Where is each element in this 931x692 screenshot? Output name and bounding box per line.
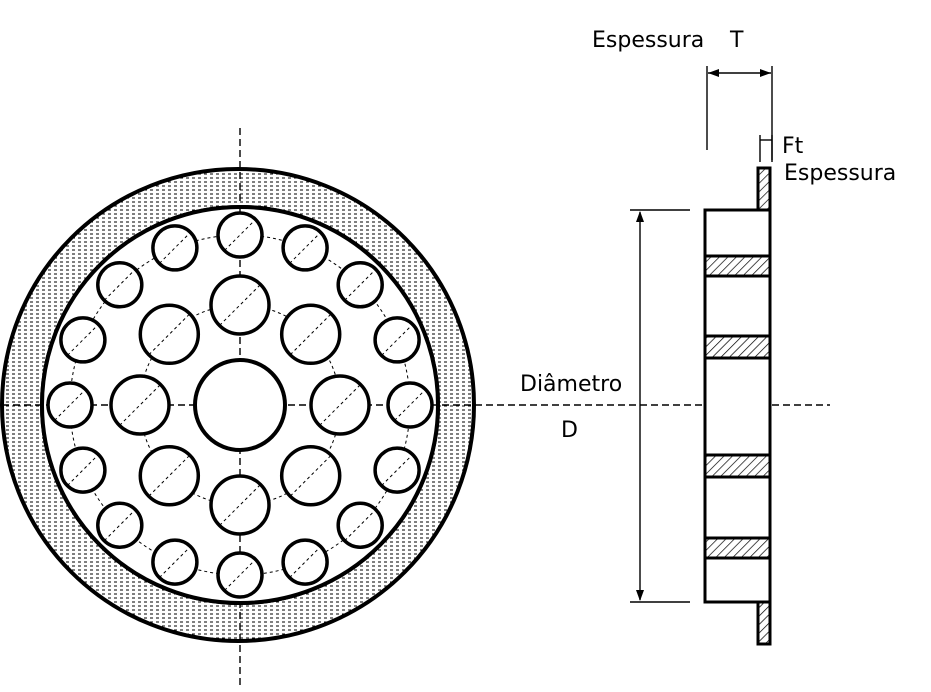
side-view	[630, 66, 773, 646]
flange-thickness-label: Espessura	[784, 161, 897, 186]
hole-axis-outer-0	[224, 219, 256, 251]
thickness-label: Espessura	[592, 28, 705, 53]
hole-axis-outer-13	[67, 324, 99, 356]
hole-axis-outer-8	[224, 559, 256, 591]
holes-group	[46, 211, 434, 599]
hole-axis-outer-5	[381, 454, 413, 486]
section-band-3	[703, 453, 772, 479]
hole-axis-outer-15	[159, 232, 191, 264]
hole-axis-outer-1	[289, 232, 321, 264]
diameter-arrow-top	[636, 211, 644, 222]
hole-axis-outer-4	[394, 389, 426, 421]
diameter-label: Diâmetro	[520, 372, 623, 397]
thickness-symbol: T	[730, 28, 744, 53]
front-view	[0, 128, 830, 688]
hole-axis-outer-2	[344, 269, 376, 301]
hole-axis-outer-7	[289, 546, 321, 578]
hole-axis-outer-9	[159, 546, 191, 578]
diameter-symbol: D	[561, 418, 578, 443]
flange-top	[756, 166, 772, 212]
section-band-2	[703, 334, 772, 360]
hole-axis-outer-3	[381, 324, 413, 356]
hole-axis-outer-11	[67, 454, 99, 486]
hole-axis-outer-10	[104, 509, 136, 541]
hole-axis-outer-6	[344, 509, 376, 541]
thickness-arrow-left	[708, 69, 719, 77]
thickness-arrow-right	[760, 69, 771, 77]
section-band-1	[703, 254, 772, 278]
hole-axis-outer-14	[104, 269, 136, 301]
section-band-4	[703, 536, 772, 560]
center-hole	[193, 358, 287, 452]
flange-symbol: Ft	[782, 134, 804, 159]
flange-bottom	[756, 598, 772, 646]
diameter-arrow-bottom	[636, 590, 644, 601]
hole-axis-outer-12	[54, 389, 86, 421]
